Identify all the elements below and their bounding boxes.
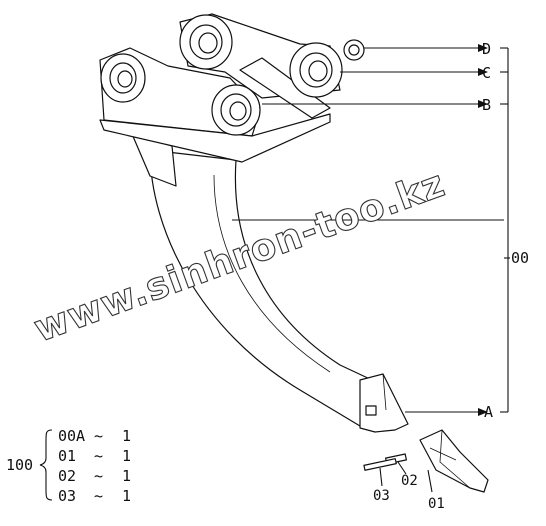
- assembly-table: 100 00A ~ 1 01 ~ 1 02 ~ 1 03 ~ 1: [6, 427, 131, 505]
- row-qty: 1: [122, 427, 131, 445]
- tooth-point: [419, 429, 489, 493]
- assembly-number: 100: [6, 456, 33, 474]
- boss-front-left: [100, 53, 146, 103]
- group-label: 00: [511, 249, 529, 267]
- row-code: 03: [58, 487, 76, 505]
- row-qty: 1: [122, 487, 131, 505]
- boss-front-right: [211, 84, 261, 136]
- assembly-row: 02 ~ 1: [58, 467, 131, 485]
- part-02-label: 02: [401, 473, 418, 489]
- row-tilde: ~: [94, 427, 103, 445]
- boss-rear-right: [289, 42, 343, 98]
- row-code: 00A: [58, 427, 85, 445]
- boss-top: [179, 14, 233, 70]
- assembly-row: 03 ~ 1: [58, 487, 131, 505]
- washer: [343, 39, 365, 61]
- assembly-row: 01 ~ 1: [58, 447, 131, 465]
- part-03-label: 03: [373, 488, 390, 504]
- row-code: 02: [58, 467, 76, 485]
- callout-c: C: [482, 64, 491, 82]
- assembly-row: 00A ~ 1: [58, 427, 131, 445]
- callout-b: B: [482, 96, 491, 114]
- mounting-bracket: [99, 13, 365, 163]
- row-qty: 1: [122, 447, 131, 465]
- row-qty: 1: [122, 467, 131, 485]
- leader-lines: [232, 44, 510, 493]
- part-01-label: 01: [428, 496, 445, 512]
- row-tilde: ~: [94, 467, 103, 485]
- callout-a: A: [484, 403, 493, 421]
- row-code: 01: [58, 447, 76, 465]
- pin: [363, 458, 397, 471]
- tooth-assembly: [363, 429, 489, 493]
- callout-d: D: [482, 40, 491, 58]
- ripper-shank: [131, 133, 409, 433]
- row-tilde: ~: [94, 487, 103, 505]
- row-tilde: ~: [94, 447, 103, 465]
